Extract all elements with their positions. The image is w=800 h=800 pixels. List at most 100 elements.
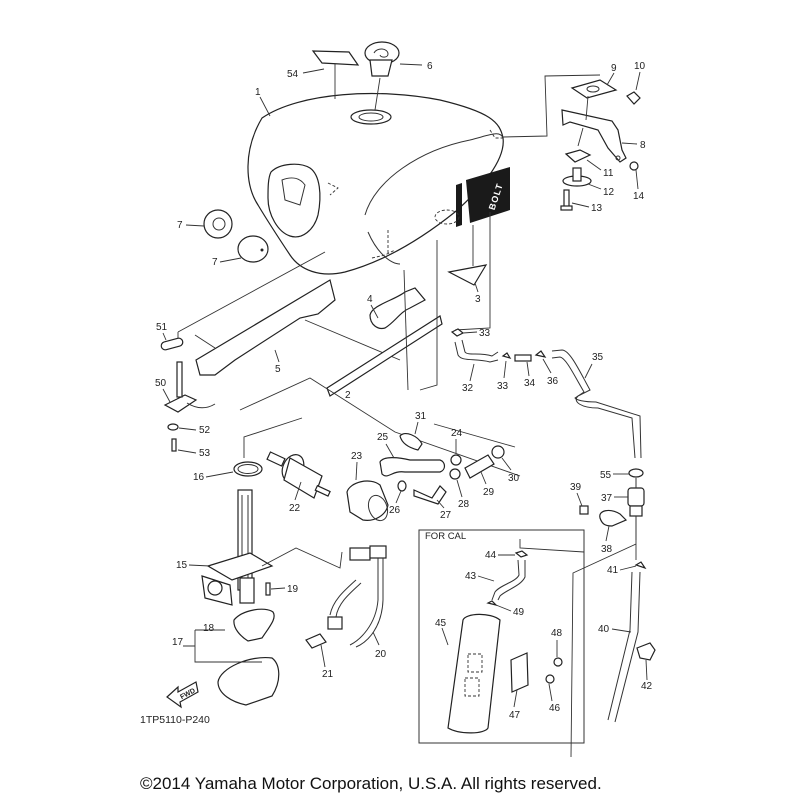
callout-39[interactable]: 39 — [570, 482, 582, 493]
callout-36[interactable]: 36 — [547, 376, 559, 387]
fuel-pump[interactable] — [346, 480, 391, 523]
breather-hose-35[interactable] — [551, 349, 642, 459]
callout-9[interactable]: 9 — [611, 63, 617, 74]
callout-7b[interactable]: 7 — [212, 257, 218, 268]
clip-49[interactable] — [486, 600, 498, 607]
callout-21[interactable]: 21 — [322, 669, 334, 680]
fuel-cock[interactable] — [201, 552, 274, 606]
sender-bolt[interactable] — [171, 438, 177, 452]
callout-1[interactable]: 1 — [255, 87, 261, 98]
vent-hose-40[interactable] — [607, 571, 641, 723]
clip-36[interactable] — [534, 350, 547, 358]
callout-29[interactable]: 29 — [483, 487, 495, 498]
clip-33-lower[interactable] — [501, 352, 512, 359]
callout-24[interactable]: 24 — [451, 428, 463, 439]
valve-bracket[interactable] — [599, 509, 628, 527]
callout-42[interactable]: 42 — [641, 681, 653, 692]
callout-41[interactable]: 41 — [607, 565, 619, 576]
callout-48[interactable]: 48 — [551, 628, 563, 639]
clip-28[interactable] — [449, 468, 461, 480]
clip-nut[interactable] — [626, 91, 641, 105]
callout-22[interactable]: 22 — [289, 503, 301, 514]
callout-40[interactable]: 40 — [598, 624, 610, 635]
callout-44[interactable]: 44 — [485, 550, 497, 561]
caution-label[interactable] — [311, 50, 360, 66]
tank-grommet-lower[interactable] — [237, 235, 269, 263]
callout-3[interactable]: 3 — [475, 294, 481, 305]
callout-28[interactable]: 28 — [458, 499, 470, 510]
heat-protector-left[interactable] — [195, 279, 336, 376]
o-ring[interactable] — [233, 461, 263, 477]
callout-18[interactable]: 18 — [203, 623, 215, 634]
callout-10[interactable]: 10 — [634, 61, 646, 72]
collar[interactable] — [562, 167, 592, 187]
callout-27[interactable]: 27 — [440, 510, 452, 521]
callout-30[interactable]: 30 — [508, 473, 520, 484]
clip-24[interactable] — [450, 454, 462, 466]
fuel-cock-cover-outer[interactable] — [217, 656, 280, 706]
callout-5[interactable]: 5 — [275, 364, 281, 375]
tank-damper[interactable] — [369, 287, 426, 330]
callout-12[interactable]: 12 — [603, 187, 615, 198]
emblem-damper[interactable] — [447, 264, 488, 286]
callout-17[interactable]: 17 — [172, 637, 184, 648]
joint-34[interactable] — [514, 354, 532, 362]
callout-23[interactable]: 23 — [351, 451, 363, 462]
fuel-cock-screw[interactable] — [265, 582, 271, 596]
callout-26[interactable]: 26 — [389, 505, 401, 516]
callout-8[interactable]: 8 — [640, 140, 646, 151]
clip-44[interactable] — [514, 550, 529, 558]
callout-31[interactable]: 31 — [415, 411, 427, 422]
callout-53[interactable]: 53 — [199, 448, 211, 459]
fuel-sender-gasket[interactable] — [160, 337, 184, 351]
callout-37[interactable]: 37 — [601, 493, 613, 504]
pump-hose[interactable] — [379, 457, 446, 477]
callout-33a[interactable]: 33 — [479, 328, 491, 339]
callout-19[interactable]: 19 — [287, 584, 299, 595]
clip-55[interactable] — [628, 468, 644, 478]
callout-4[interactable]: 4 — [367, 294, 373, 305]
canister-hose-43[interactable] — [491, 559, 526, 601]
callout-34[interactable]: 34 — [524, 378, 536, 389]
callout-52[interactable]: 52 — [199, 425, 211, 436]
hose-29[interactable] — [464, 454, 495, 479]
joint-26[interactable] — [397, 480, 407, 492]
breather-hose-32[interactable] — [454, 339, 499, 363]
callout-47[interactable]: 47 — [509, 710, 521, 721]
callout-11[interactable]: 11 — [603, 168, 614, 179]
callout-13[interactable]: 13 — [591, 203, 603, 214]
damper-washer[interactable] — [564, 149, 592, 163]
fuel-filter[interactable] — [266, 451, 331, 499]
callout-20[interactable]: 20 — [375, 649, 387, 660]
callout-25[interactable]: 25 — [377, 432, 389, 443]
callout-55[interactable]: 55 — [600, 470, 612, 481]
callout-35[interactable]: 35 — [592, 352, 604, 363]
mount-rubber[interactable] — [570, 79, 618, 99]
tank-bracket[interactable] — [561, 109, 627, 163]
tank-grommet-upper[interactable] — [203, 209, 233, 239]
clip-41[interactable] — [634, 561, 647, 570]
callout-32[interactable]: 32 — [462, 383, 474, 394]
callout-43[interactable]: 43 — [465, 571, 477, 582]
canister-bracket[interactable] — [510, 652, 529, 693]
charcoal-canister[interactable] — [447, 613, 501, 734]
callout-33b[interactable]: 33 — [497, 381, 509, 392]
callout-46[interactable]: 46 — [549, 703, 561, 714]
callout-38[interactable]: 38 — [601, 544, 613, 555]
callout-6[interactable]: 6 — [427, 61, 433, 72]
callout-50[interactable]: 50 — [155, 378, 167, 389]
canister-bolt-46[interactable] — [545, 674, 555, 684]
mount-bolt[interactable] — [560, 189, 573, 211]
callout-54[interactable]: 54 — [287, 69, 299, 80]
pump-harness[interactable] — [327, 545, 387, 648]
fuel-tank[interactable]: BOLT — [247, 92, 510, 275]
callout-16[interactable]: 16 — [193, 472, 205, 483]
fuel-cock-cover-inner[interactable] — [233, 608, 275, 642]
callout-49[interactable]: 49 — [513, 607, 525, 618]
fuel-cap[interactable] — [364, 41, 400, 77]
sender-washer[interactable] — [167, 423, 179, 431]
callout-14[interactable]: 14 — [633, 191, 645, 202]
hose-clamp[interactable] — [399, 432, 423, 451]
clip-30[interactable] — [491, 445, 505, 459]
callout-15[interactable]: 15 — [176, 560, 188, 571]
